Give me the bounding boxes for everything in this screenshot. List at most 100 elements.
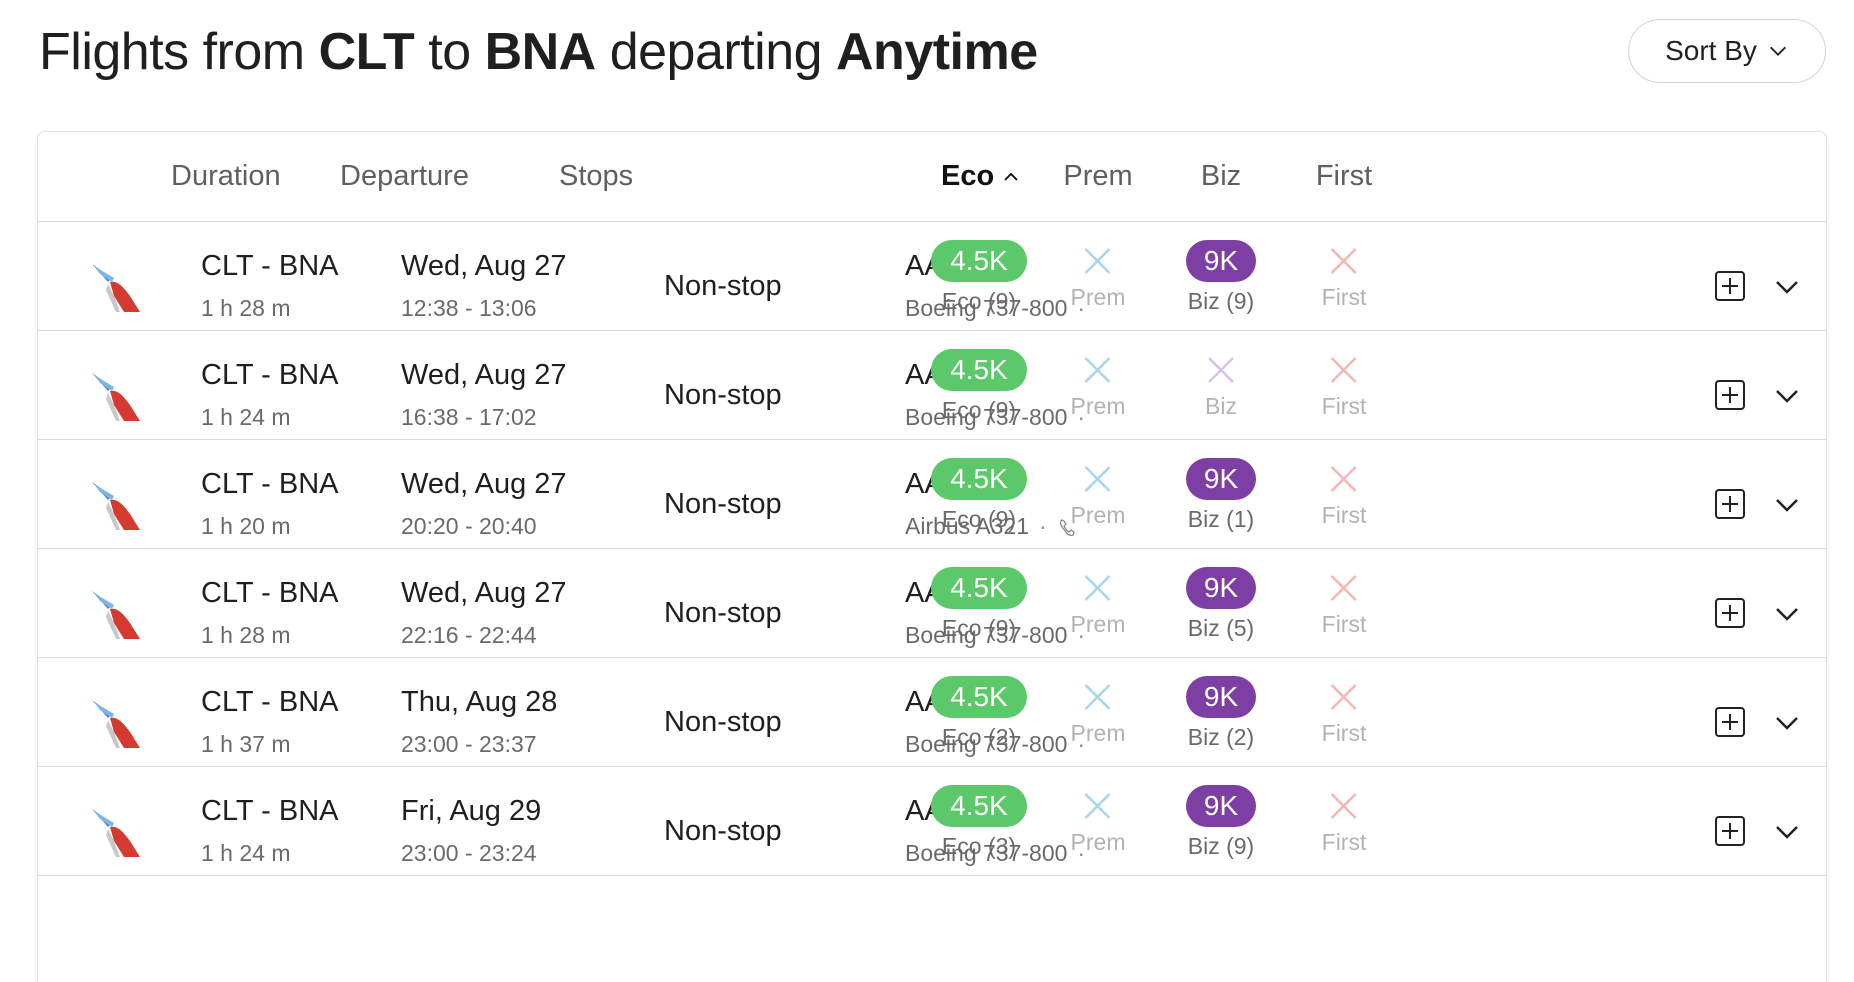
departure-time: 16:38 - 17:02 — [401, 404, 537, 430]
departure-time: 23:00 - 23:24 — [401, 840, 537, 866]
plus-square-icon[interactable] — [1714, 488, 1746, 520]
separator-dot: · — [1039, 513, 1047, 539]
plus-square-icon[interactable] — [1714, 270, 1746, 302]
eco-price-pill[interactable]: 4.5K — [931, 349, 1027, 391]
eco-price-pill[interactable]: 4.5K — [931, 567, 1027, 609]
eco-fare[interactable]: 4.5K Eco (9) — [931, 240, 1027, 315]
flight-route: CLT - BNA — [201, 250, 339, 282]
x-icon — [1081, 462, 1115, 496]
biz-fare[interactable]: 9K Biz (9) — [1186, 240, 1256, 315]
destination-code: BNA — [484, 23, 597, 81]
flight-duration: 1 h 24 m — [201, 840, 291, 866]
eco-price-pill[interactable]: 4.5K — [931, 458, 1027, 500]
plus-square-icon[interactable] — [1714, 379, 1746, 411]
column-first[interactable]: First — [1315, 160, 1373, 192]
prem-label: Prem — [1070, 720, 1126, 746]
column-eco[interactable]: Eco — [941, 160, 1020, 193]
eco-availability: Eco (9) — [941, 288, 1017, 314]
eco-fare[interactable]: 4.5K Eco (2) — [931, 676, 1027, 751]
first-label: First — [1321, 284, 1367, 310]
x-icon — [1327, 571, 1361, 605]
first-fare: First — [1321, 240, 1367, 311]
chevron-down-icon[interactable] — [1774, 492, 1800, 518]
biz-fare[interactable]: 9K Biz (5) — [1186, 567, 1256, 642]
title-departing: departing — [609, 23, 823, 81]
column-biz[interactable]: Biz — [1200, 160, 1242, 192]
biz-price-pill[interactable]: 9K — [1186, 458, 1256, 500]
flight-duration: 1 h 28 m — [201, 295, 291, 321]
x-icon — [1081, 789, 1115, 823]
aircraft-type: Boeing 737-800 — [905, 622, 1068, 648]
flight-duration: 1 h 28 m — [201, 622, 291, 648]
stops-info: Non-stop — [664, 379, 782, 411]
x-icon — [1327, 244, 1361, 278]
eco-availability: Eco (2) — [941, 724, 1017, 750]
biz-price-pill[interactable]: 9K — [1186, 676, 1256, 718]
american-airlines-logo-icon — [90, 478, 142, 534]
column-stops[interactable]: Stops — [559, 160, 634, 192]
chevron-down-icon — [1769, 46, 1786, 56]
eco-price-pill[interactable]: 4.5K — [931, 676, 1027, 718]
separator-dot: · — [1077, 295, 1086, 321]
aircraft-type: Boeing 737-800 — [905, 840, 1068, 866]
table-header: Duration Departure Stops Eco Prem Biz Fi… — [38, 132, 1826, 222]
american-airlines-logo-icon — [90, 369, 142, 425]
column-prem[interactable]: Prem — [1063, 160, 1133, 192]
aircraft-info: Boeing 737-800· — [905, 731, 1085, 758]
stops-info: Non-stop — [664, 488, 782, 520]
x-icon — [1327, 462, 1361, 496]
biz-availability: Biz (1) — [1187, 506, 1255, 532]
flight-route: CLT - BNA — [201, 359, 339, 391]
prem-fare: Prem — [1070, 676, 1126, 747]
prem-fare: Prem — [1070, 458, 1126, 529]
departure-date: Thu, Aug 28 — [401, 686, 558, 718]
first-fare: First — [1322, 567, 1366, 638]
flight-results-table: Duration Departure Stops Eco Prem Biz Fi… — [37, 131, 1827, 982]
biz-price-pill[interactable]: 9K — [1186, 785, 1256, 827]
column-duration[interactable]: Duration — [171, 160, 281, 192]
flight-duration: 1 h 24 m — [201, 404, 291, 430]
biz-fare[interactable]: 9K Biz (1) — [1186, 458, 1256, 533]
biz-availability: Biz (5) — [1187, 615, 1255, 641]
chevron-down-icon[interactable] — [1774, 274, 1800, 300]
column-departure[interactable]: Departure — [340, 160, 469, 192]
prem-label: Prem — [1070, 502, 1126, 528]
eco-price-pill[interactable]: 4.5K — [931, 240, 1027, 282]
chevron-down-icon[interactable] — [1774, 819, 1800, 845]
first-label: First — [1321, 829, 1367, 855]
departure-time: 20:20 - 20:40 — [401, 513, 537, 539]
biz-price-pill[interactable]: 9K — [1186, 567, 1256, 609]
departure-date: Fri, Aug 29 — [401, 795, 542, 827]
plus-square-icon[interactable] — [1714, 706, 1746, 738]
separator-dot: · — [1077, 731, 1086, 757]
separator-dot: · — [1077, 840, 1086, 866]
biz-availability: Biz (9) — [1187, 288, 1255, 314]
plus-square-icon[interactable] — [1714, 815, 1746, 847]
eco-price-pill[interactable]: 4.5K — [931, 785, 1027, 827]
plus-square-icon[interactable] — [1714, 597, 1746, 629]
biz-price-pill[interactable]: 9K — [1186, 240, 1256, 282]
flight-duration: 1 h 20 m — [201, 513, 291, 539]
aircraft-type: Airbus A321 — [905, 513, 1030, 539]
chevron-down-icon[interactable] — [1774, 710, 1800, 736]
sort-by-button[interactable]: Sort By — [1628, 19, 1826, 83]
prem-fare: Prem — [1071, 349, 1125, 420]
chevron-down-icon[interactable] — [1774, 383, 1800, 409]
flight-route: CLT - BNA — [201, 468, 339, 500]
first-label: First — [1321, 393, 1367, 419]
x-icon — [1081, 353, 1115, 387]
chevron-down-icon[interactable] — [1774, 601, 1800, 627]
flight-route: CLT - BNA — [201, 686, 339, 718]
